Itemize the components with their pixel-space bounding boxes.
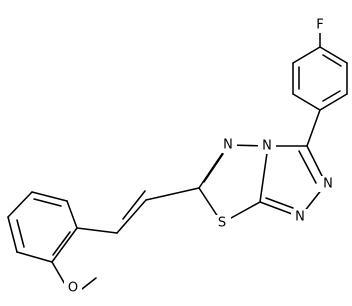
bond-ring-6 [292, 46, 321, 64]
mring-3 [7, 191, 33, 218]
atom-oxygen: O [68, 281, 78, 296]
bond-ring-3 [319, 93, 348, 111]
bond-ring-1 [319, 46, 348, 64]
aromatic-inner-2 [322, 90, 341, 102]
bond-ring-to-triazole [306, 109, 321, 147]
vinyl-c1 [145, 187, 200, 201]
mring-2 [31, 191, 68, 202]
aromatic-inner-1 [322, 54, 342, 67]
triazole-double-1 [298, 150, 317, 184]
bond-ring-4 [292, 93, 321, 111]
methoxyphenyl-ring [7, 191, 97, 290]
atom-n-triazole-right: N [323, 177, 333, 192]
vinyl-double [116, 199, 147, 234]
atom-n-thiadiazole: N [223, 138, 233, 153]
atom-fluorine: F [316, 18, 323, 33]
vinyl-double-inner [122, 190, 146, 220]
atom-n-triazole-top: N [262, 139, 272, 154]
mring-6 [51, 227, 78, 263]
atom-labels: F N N N N S O [64, 17, 337, 296]
thiadiazole-double [203, 153, 224, 183]
atom-n-triazole-bottom: N [295, 210, 305, 225]
mring-1 [66, 200, 78, 229]
bond-o-methyl [81, 277, 97, 290]
fluorophenyl-ring [292, 31, 348, 147]
bond-ring-o [51, 261, 67, 287]
mring-5 [16, 251, 53, 263]
mring-inner-2 [16, 219, 25, 248]
vinyl-to-ring [76, 227, 118, 234]
triazole-double-2 [265, 197, 294, 209]
atom-sulfur: S [218, 216, 226, 231]
vinyl-linker [76, 187, 200, 234]
mring-inner-3 [52, 231, 71, 256]
triazole-c-n-fused [259, 145, 269, 203]
mring-inner-1 [33, 198, 62, 207]
mring-4 [7, 216, 18, 253]
